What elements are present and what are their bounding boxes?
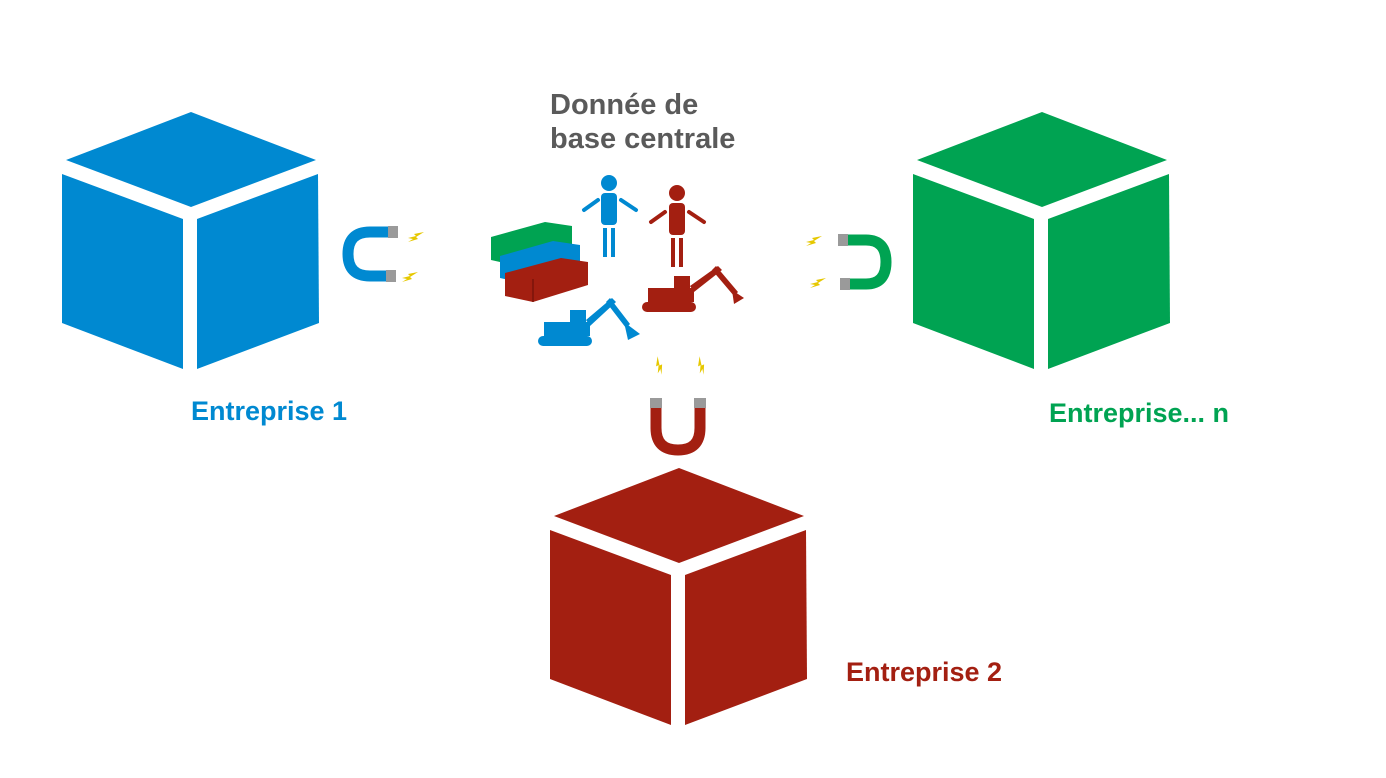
title-line-2: base centrale <box>550 123 736 155</box>
cube-entreprise-n <box>913 112 1170 369</box>
central-database-title: Donnée de base centrale <box>550 88 735 156</box>
excavator-icon-blue <box>538 298 640 346</box>
title-line-1: Donnée de <box>550 89 699 121</box>
magnet-icon-red <box>650 356 709 456</box>
excavator-icon-red <box>642 266 744 312</box>
person-icon-red <box>649 185 706 267</box>
magnet-icon-green <box>806 234 892 290</box>
label-entreprise-n: Entreprise... n <box>1049 398 1230 428</box>
cube-entreprise-1 <box>62 112 319 369</box>
label-entreprise-1: Entreprise 1 <box>191 396 348 426</box>
cube-entreprise-2 <box>550 468 807 725</box>
bricks-icon <box>491 222 588 302</box>
magnet-icon-blue <box>342 226 424 282</box>
person-icon-blue <box>582 175 638 257</box>
label-entreprise-2: Entreprise 2 <box>846 657 1003 687</box>
